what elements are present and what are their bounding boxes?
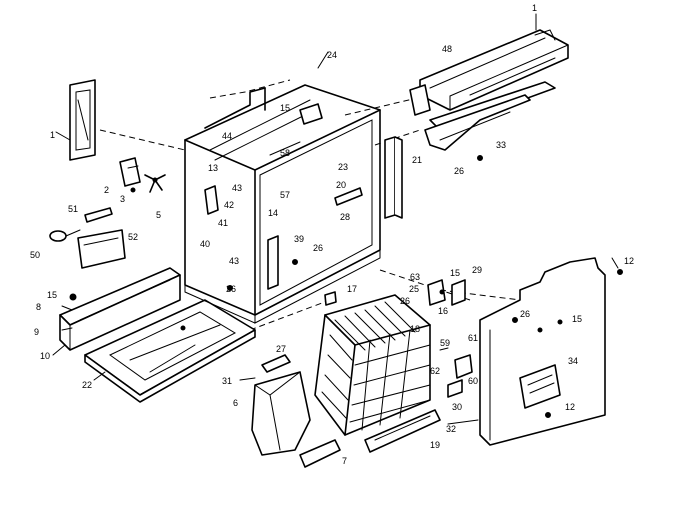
- callout-39: 39: [294, 234, 305, 244]
- callout-12-bottom: 12: [565, 402, 576, 412]
- callout-22: 22: [82, 380, 93, 390]
- callout-15-left: 15: [47, 290, 58, 300]
- callout-42: 42: [224, 200, 235, 210]
- callout-2: 2: [104, 185, 110, 195]
- lamp-assembly: [49, 207, 113, 242]
- leader-lines: [52, 13, 619, 425]
- callout-58: 58: [280, 148, 291, 158]
- callout-29: 29: [472, 265, 483, 275]
- callout-26-mid: 26: [313, 243, 324, 253]
- callout-63: 63: [410, 272, 421, 282]
- callout-18: 18: [410, 324, 421, 334]
- callout-31: 31: [222, 376, 233, 386]
- bottom-rail-right: [364, 409, 441, 453]
- callout-23: 23: [338, 162, 349, 172]
- callout-9: 9: [34, 327, 40, 337]
- callout-62: 62: [430, 366, 441, 376]
- fan-motor: [119, 157, 141, 187]
- screws: [69, 155, 623, 418]
- callout-17: 17: [347, 284, 358, 294]
- callout-12-top: 12: [624, 256, 635, 266]
- callout-3: 3: [120, 194, 126, 204]
- callout-20: 20: [336, 180, 347, 190]
- callout-13: 13: [208, 163, 219, 173]
- callout-33: 33: [496, 140, 507, 150]
- callout-41: 41: [218, 218, 229, 228]
- side-rail: [384, 136, 403, 219]
- callout-61: 61: [468, 333, 479, 343]
- callout-15-panel: 15: [572, 314, 583, 324]
- top-evaporator-housing: [409, 29, 569, 151]
- fan-blade: [144, 174, 166, 193]
- callout-1: 1: [50, 130, 56, 140]
- pan-bracket: [239, 354, 291, 381]
- callout-15-ctrl: 15: [450, 268, 461, 278]
- callout-8-left: 8: [36, 302, 42, 312]
- callout-59: 59: [440, 338, 451, 348]
- callout-6: 6: [233, 398, 239, 408]
- callout-25: 25: [409, 284, 420, 294]
- back-panel: [479, 257, 606, 446]
- callout-15-cab: 15: [280, 103, 291, 113]
- callout-44: 44: [222, 131, 233, 141]
- callout-26-ctrl: 26: [400, 296, 411, 306]
- lamp-cover: [77, 229, 126, 269]
- left-bracket: [69, 79, 96, 161]
- small-block: [324, 291, 337, 306]
- control-switch-parts: [439, 347, 473, 398]
- thermostat-parts: [427, 279, 466, 306]
- callout-16: 16: [438, 306, 449, 316]
- callout-30: 30: [452, 402, 463, 412]
- callout-19: 19: [430, 440, 441, 450]
- callout-48: 48: [442, 44, 453, 54]
- callout-7: 7: [342, 456, 348, 466]
- callout-57: 57: [280, 190, 291, 200]
- callout-50: 50: [30, 250, 41, 260]
- drawer-pan: [251, 371, 311, 456]
- callout-26-upper-right: 26: [454, 166, 465, 176]
- callout-26-panel: 26: [520, 309, 531, 319]
- callout-40: 40: [200, 239, 211, 249]
- cabinet-housing: [184, 84, 381, 324]
- callout-26-cab: 26: [226, 284, 237, 294]
- callout-52: 52: [128, 232, 139, 242]
- callout-5: 5: [156, 210, 162, 220]
- callout-51: 51: [68, 204, 79, 214]
- drawer-cover-plate: [84, 299, 256, 403]
- callout-43-low: 43: [229, 256, 240, 266]
- callout-10: 10: [40, 351, 51, 361]
- callout-21: 21: [412, 155, 423, 165]
- bottom-rail-left: [299, 439, 341, 468]
- callout-60: 60: [468, 376, 479, 386]
- callout-43-top: 43: [232, 183, 243, 193]
- callout-14: 14: [268, 208, 279, 218]
- callout-32: 32: [446, 424, 457, 434]
- callout-28: 28: [340, 212, 351, 222]
- wire-basket: [314, 294, 431, 436]
- callout-1-top: 1: [532, 3, 538, 13]
- hinge-rail: [59, 267, 181, 351]
- callout-34: 34: [568, 356, 579, 366]
- callout-27: 27: [276, 344, 287, 354]
- callout-24: 24: [327, 50, 338, 60]
